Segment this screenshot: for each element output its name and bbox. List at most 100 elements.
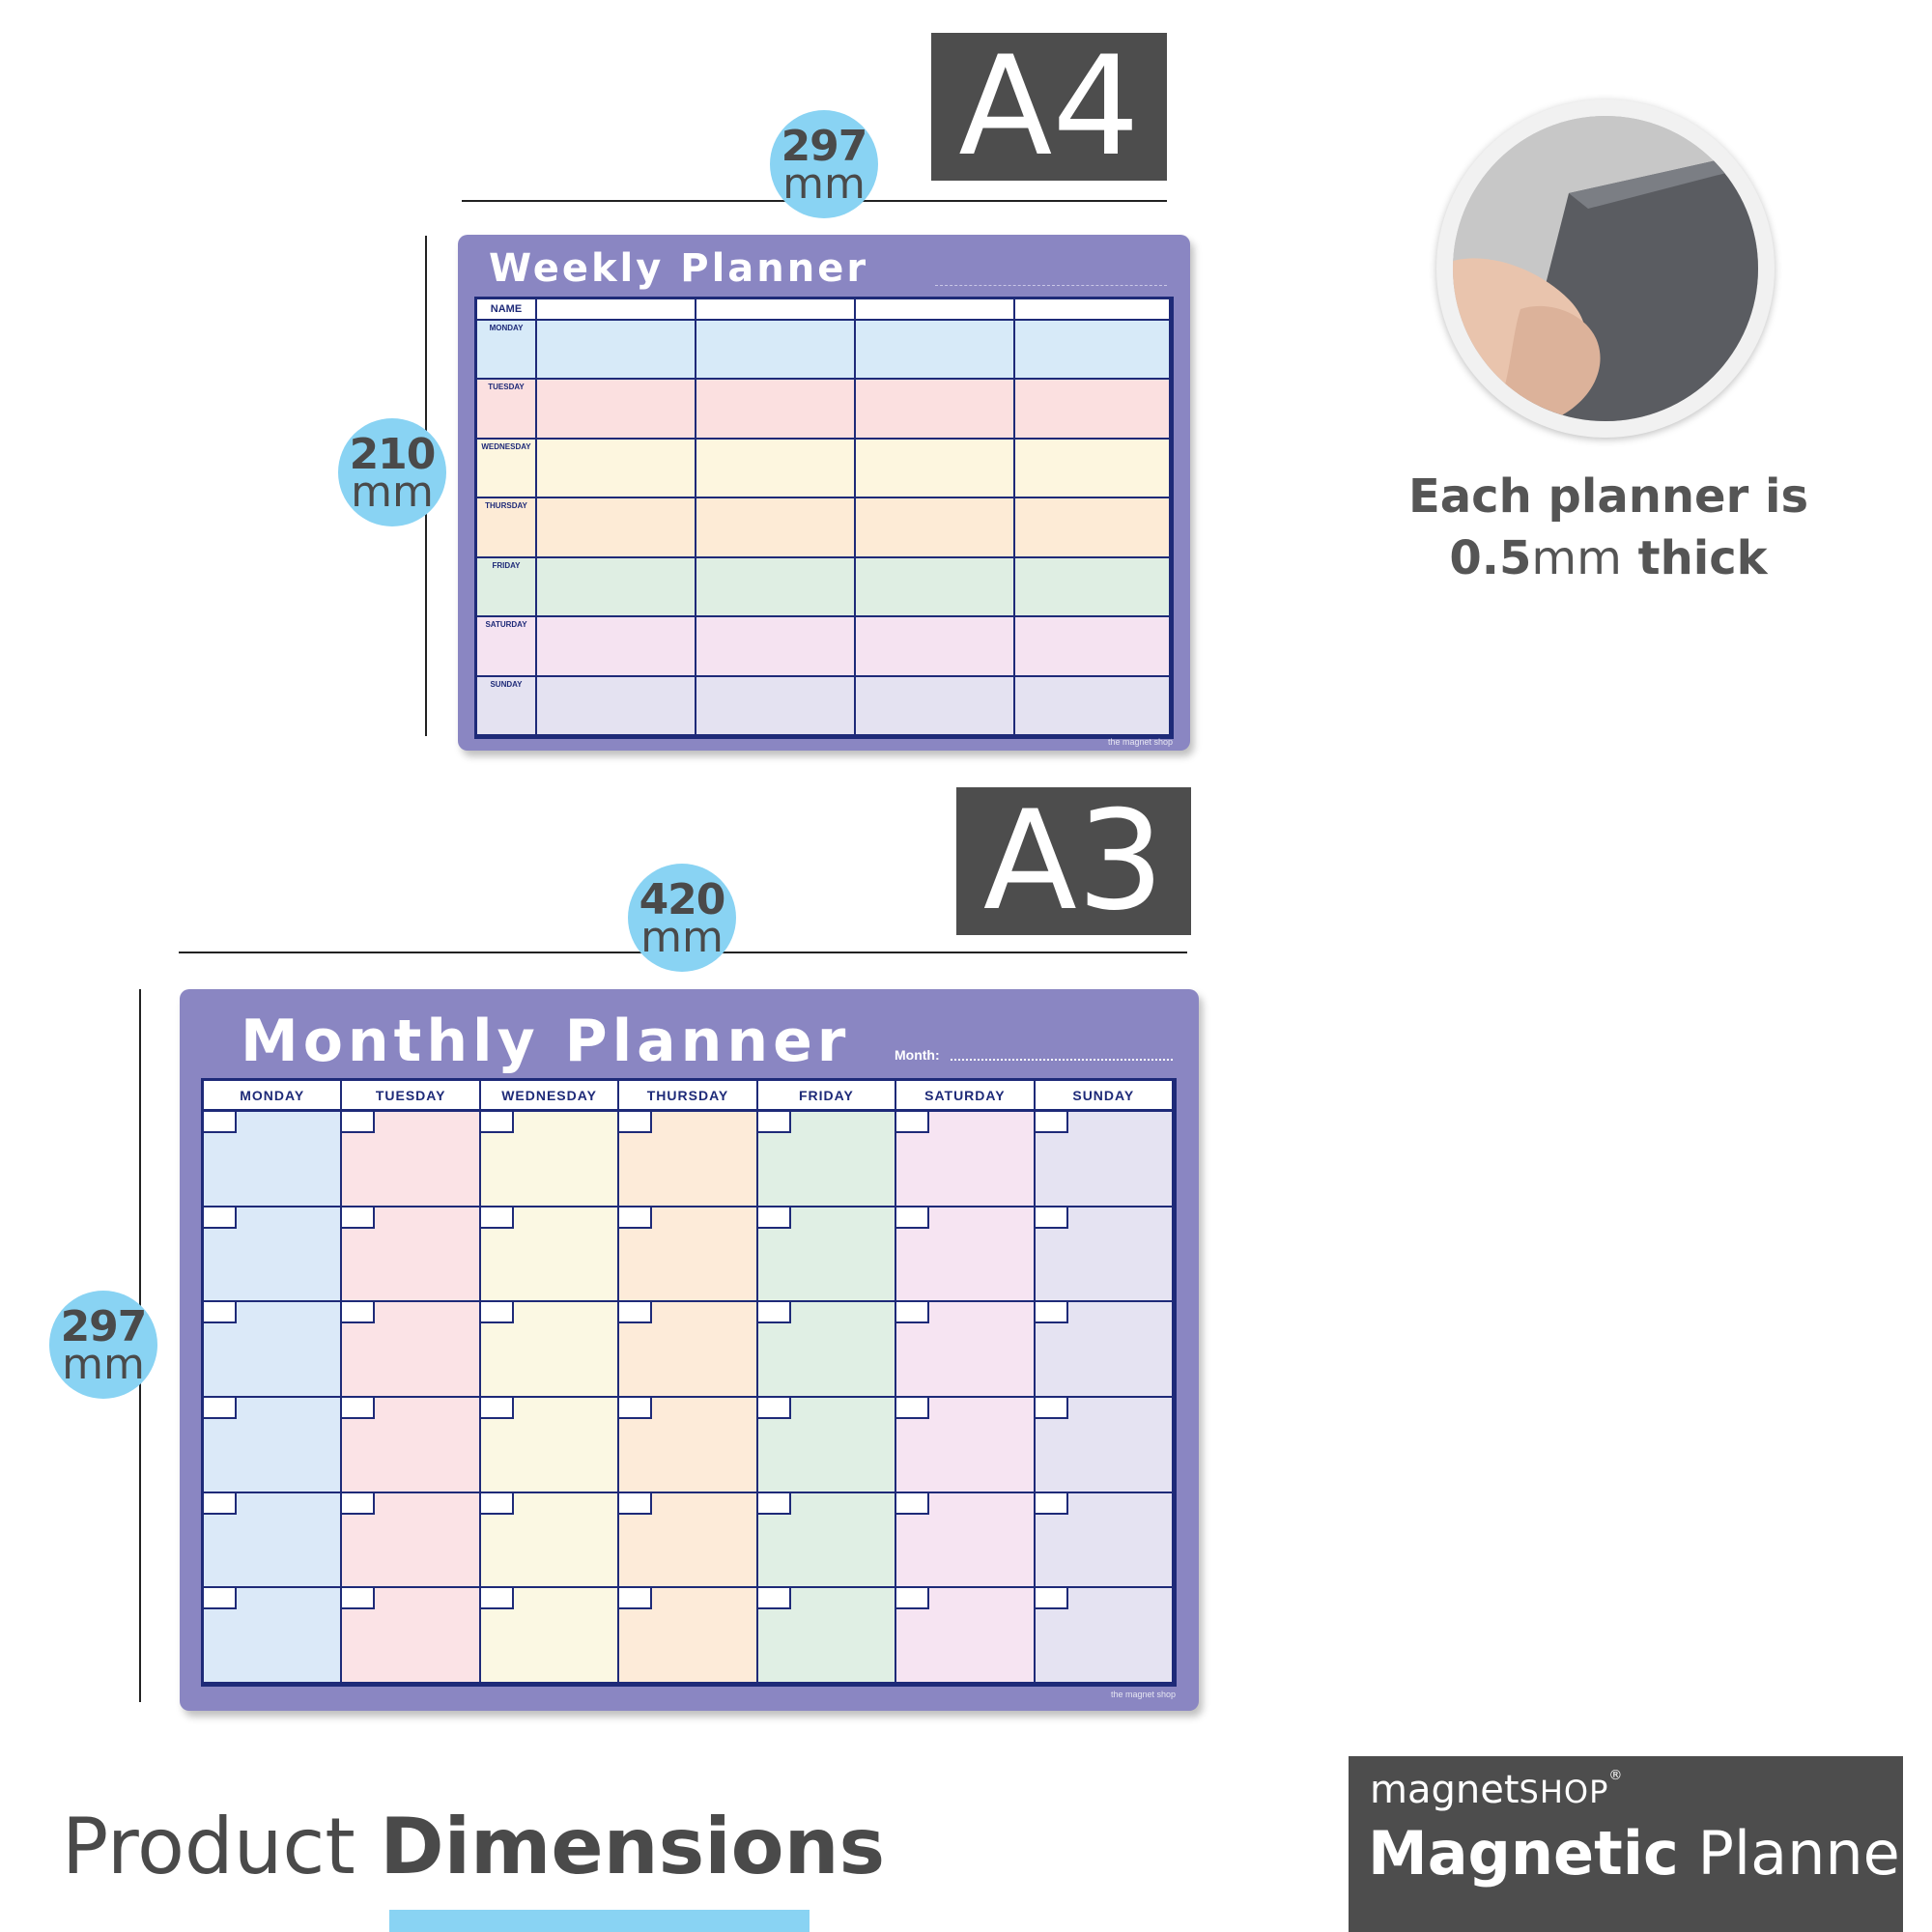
monthly-day-cell[interactable]: [204, 1397, 343, 1493]
date-box[interactable]: [480, 1492, 514, 1515]
monthly-day-cell[interactable]: [757, 1397, 897, 1493]
weekly-cell[interactable]: [537, 676, 696, 736]
date-box[interactable]: [204, 1112, 237, 1133]
monthly-day-cell[interactable]: [342, 1112, 481, 1208]
weekly-cell[interactable]: [696, 321, 856, 381]
date-box[interactable]: [896, 1397, 930, 1419]
monthly-day-cell[interactable]: [619, 1207, 758, 1303]
date-box[interactable]: [480, 1588, 514, 1610]
monthly-day-cell[interactable]: [1035, 1302, 1174, 1398]
weekly-cell[interactable]: [696, 676, 856, 736]
monthly-day-cell[interactable]: [204, 1112, 343, 1208]
date-box[interactable]: [757, 1112, 791, 1133]
monthly-day-cell[interactable]: [896, 1397, 1036, 1493]
monthly-day-cell[interactable]: [896, 1492, 1036, 1589]
monthly-day-cell[interactable]: [896, 1112, 1036, 1208]
monthly-day-cell[interactable]: [342, 1492, 481, 1589]
weekly-cell[interactable]: [537, 557, 696, 618]
weekly-cell[interactable]: [696, 557, 856, 618]
date-box[interactable]: [757, 1492, 791, 1515]
date-box[interactable]: [1035, 1112, 1068, 1133]
date-box[interactable]: [480, 1112, 514, 1133]
monthly-day-cell[interactable]: [480, 1207, 620, 1303]
weekly-cell[interactable]: [1015, 439, 1171, 499]
monthly-day-cell[interactable]: [757, 1588, 897, 1684]
monthly-day-cell[interactable]: [204, 1588, 343, 1684]
weekly-cell[interactable]: [537, 380, 696, 440]
date-box[interactable]: [480, 1207, 514, 1229]
monthly-day-cell[interactable]: [896, 1588, 1036, 1684]
weekly-name-field[interactable]: [856, 299, 1015, 321]
date-box[interactable]: [619, 1302, 653, 1324]
weekly-cell[interactable]: [537, 498, 696, 558]
weekly-cell[interactable]: [537, 439, 696, 499]
monthly-day-cell[interactable]: [342, 1302, 481, 1398]
monthly-day-cell[interactable]: [480, 1588, 620, 1684]
weekly-cell[interactable]: [696, 439, 856, 499]
monthly-day-cell[interactable]: [204, 1492, 343, 1589]
date-box[interactable]: [342, 1397, 376, 1419]
date-box[interactable]: [342, 1302, 376, 1324]
date-box[interactable]: [342, 1492, 376, 1515]
date-box[interactable]: [342, 1207, 376, 1229]
monthly-day-cell[interactable]: [1035, 1207, 1174, 1303]
weekly-cell[interactable]: [1015, 676, 1171, 736]
date-box[interactable]: [619, 1492, 653, 1515]
date-box[interactable]: [1035, 1492, 1068, 1515]
monthly-day-cell[interactable]: [342, 1207, 481, 1303]
monthly-day-cell[interactable]: [342, 1397, 481, 1493]
weekly-cell[interactable]: [856, 439, 1015, 499]
weekly-cell[interactable]: [537, 617, 696, 677]
date-box[interactable]: [204, 1207, 237, 1229]
date-box[interactable]: [896, 1492, 930, 1515]
weekly-cell[interactable]: [1015, 498, 1171, 558]
monthly-day-cell[interactable]: [619, 1302, 758, 1398]
weekly-cell[interactable]: [856, 321, 1015, 381]
date-box[interactable]: [896, 1588, 930, 1610]
monthly-day-cell[interactable]: [619, 1112, 758, 1208]
date-box[interactable]: [342, 1588, 376, 1610]
date-box[interactable]: [204, 1397, 237, 1419]
date-box[interactable]: [1035, 1397, 1068, 1419]
monthly-day-cell[interactable]: [342, 1588, 481, 1684]
monthly-day-cell[interactable]: [896, 1207, 1036, 1303]
monthly-day-cell[interactable]: [480, 1112, 620, 1208]
date-box[interactable]: [1035, 1302, 1068, 1324]
weekly-cell[interactable]: [696, 617, 856, 677]
weekly-cell[interactable]: [856, 557, 1015, 618]
monthly-day-cell[interactable]: [1035, 1397, 1174, 1493]
monthly-day-cell[interactable]: [619, 1397, 758, 1493]
weekly-cell[interactable]: [856, 617, 1015, 677]
weekly-cell[interactable]: [696, 380, 856, 440]
monthly-day-cell[interactable]: [204, 1207, 343, 1303]
weekly-cell[interactable]: [1015, 617, 1171, 677]
weekly-cell[interactable]: [696, 498, 856, 558]
weekly-cell[interactable]: [1015, 380, 1171, 440]
date-box[interactable]: [480, 1302, 514, 1324]
monthly-day-cell[interactable]: [480, 1492, 620, 1589]
date-box[interactable]: [204, 1302, 237, 1324]
date-box[interactable]: [896, 1112, 930, 1133]
monthly-day-cell[interactable]: [1035, 1492, 1174, 1589]
date-box[interactable]: [1035, 1207, 1068, 1229]
monthly-day-cell[interactable]: [757, 1112, 897, 1208]
date-box[interactable]: [619, 1588, 653, 1610]
weekly-cell[interactable]: [856, 676, 1015, 736]
weekly-name-field[interactable]: [696, 299, 856, 321]
date-box[interactable]: [342, 1112, 376, 1133]
date-box[interactable]: [896, 1207, 930, 1229]
weekly-name-field[interactable]: [537, 299, 696, 321]
date-box[interactable]: [1035, 1588, 1068, 1610]
monthly-day-cell[interactable]: [757, 1207, 897, 1303]
monthly-day-cell[interactable]: [1035, 1588, 1174, 1684]
date-box[interactable]: [757, 1588, 791, 1610]
monthly-day-cell[interactable]: [480, 1302, 620, 1398]
monthly-day-cell[interactable]: [619, 1588, 758, 1684]
weekly-cell[interactable]: [537, 321, 696, 381]
date-box[interactable]: [619, 1397, 653, 1419]
monthly-day-cell[interactable]: [757, 1492, 897, 1589]
weekly-cell[interactable]: [1015, 321, 1171, 381]
date-box[interactable]: [896, 1302, 930, 1324]
weekly-cell[interactable]: [856, 498, 1015, 558]
monthly-day-cell[interactable]: [896, 1302, 1036, 1398]
